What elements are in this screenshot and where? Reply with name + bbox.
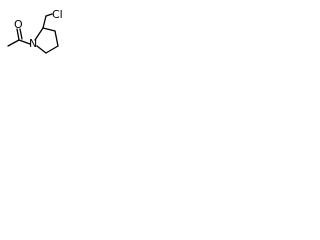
bond-c3-c4 [54,30,59,47]
chlorine-label: Cl [52,8,63,21]
bond-carbonyl-methyl [7,39,20,47]
bond-n-carbonyl [18,39,31,45]
bond-c2-c3 [42,27,56,32]
molecule-diagram: Cl N O [7,8,63,54]
bond-c2-ch2 [42,15,47,29]
bond-ch2-cl [45,13,53,17]
structure-canvas: Cl N O [0,0,69,75]
bond-n-c2 [34,27,44,41]
bond-lines [7,13,59,54]
oxygen-label: O [14,18,23,31]
nitrogen-label: N [29,37,37,50]
bond-c5-n [36,45,47,54]
bond-c4-c5 [45,45,59,54]
bond-carbonyl-oxygen-2 [19,28,23,40]
bond-carbonyl-oxygen-1 [16,28,20,41]
